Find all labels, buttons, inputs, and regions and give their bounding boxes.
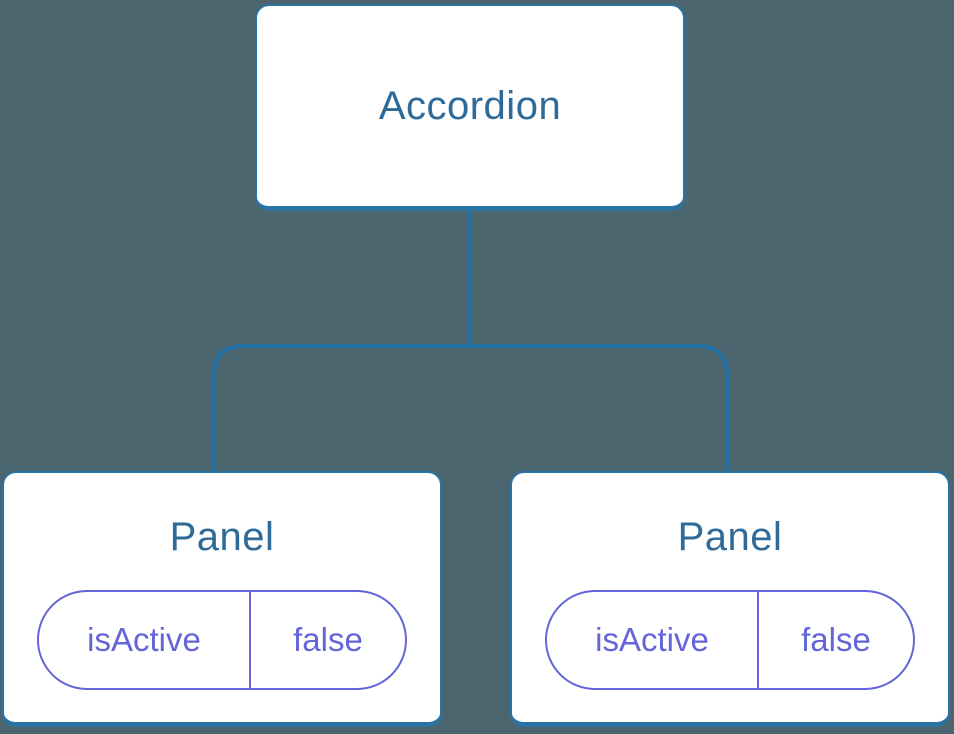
connector-branch-bracket	[212, 344, 729, 472]
node-accordion-title: Accordion	[378, 84, 562, 128]
node-panel-right: Panel isActive false	[510, 471, 950, 727]
state-key-label: isActive	[39, 592, 251, 688]
state-value-label: false	[293, 621, 363, 658]
node-panel-left: Panel isActive false	[2, 471, 442, 727]
state-pill-left: isActive false	[37, 590, 407, 690]
node-panel-right-title: Panel	[677, 515, 783, 559]
node-panel-left-title: Panel	[169, 515, 275, 559]
state-value-label: false	[801, 621, 871, 658]
node-accordion: Accordion	[255, 4, 685, 211]
state-pill-right: isActive false	[545, 590, 915, 690]
state-key-label: isActive	[547, 592, 759, 688]
